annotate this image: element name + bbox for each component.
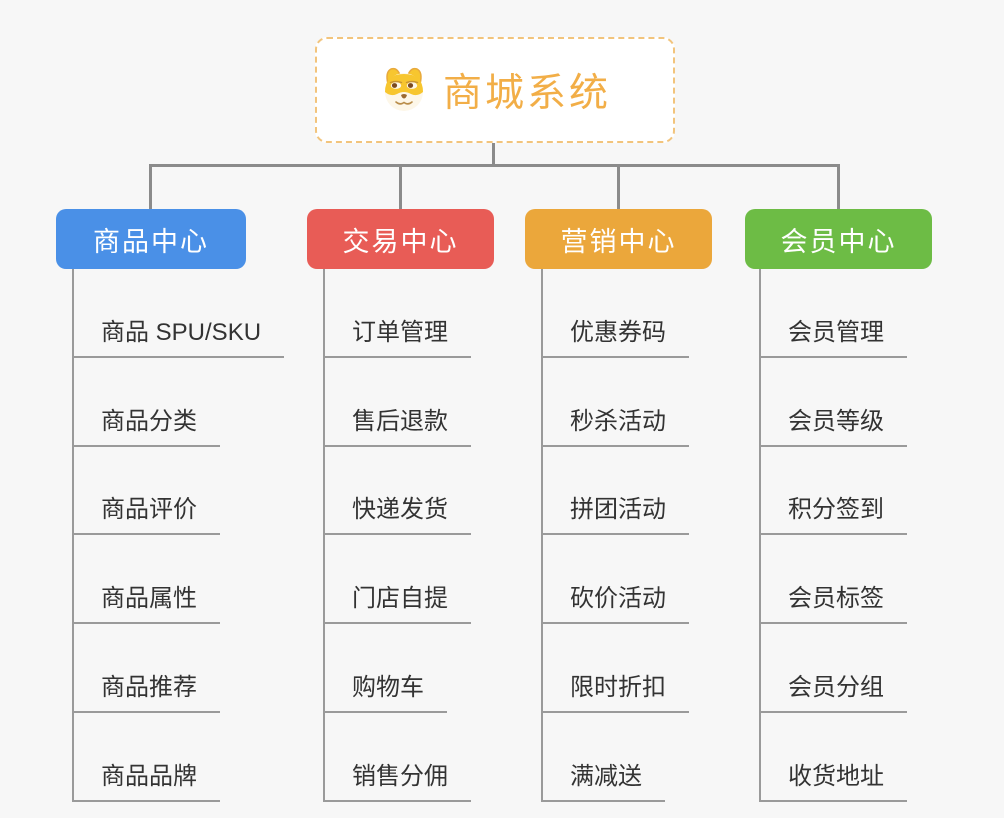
leaf-node[interactable]: 收货地址 [761,713,994,802]
leaf-node[interactable]: 积分签到 [761,447,994,536]
leaf-node[interactable]: 销售分佣 [325,713,558,802]
leaf-label: 商品分类 [74,401,220,447]
leaf-node[interactable]: 售后退款 [325,358,558,447]
leaf-node[interactable]: 门店自提 [325,535,558,625]
leaf-label: 商品 SPU/SKU [74,312,285,358]
leaf-node[interactable]: 购物车 [325,624,558,714]
leaf-label: 砍价活动 [543,578,689,625]
leaf-column-trade: 订单管理 售后退款 快递发货 门店自提 购物车 销售分佣 [323,269,558,802]
leaf-label: 满减送 [543,756,665,802]
connector-root-drop [492,143,495,165]
leaf-column-product: 商品 SPU/SKU 商品分类 商品评价 商品属性 商品推荐 商品品牌 [72,269,307,802]
leaf-label: 会员标签 [761,578,907,625]
leaf-label: 售后退款 [325,401,471,447]
leaf-label: 限时折扣 [543,667,689,714]
leaf-node[interactable]: 会员等级 [761,358,994,447]
leaf-label: 会员等级 [761,401,907,447]
branch-label: 营销中心 [560,226,677,257]
canvas-bottom-edge [0,818,1004,840]
leaf-label: 积分签到 [761,489,907,536]
leaf-node[interactable]: 秒杀活动 [543,358,776,447]
leaf-label: 会员分组 [761,667,907,714]
leaf-label: 商品属性 [74,578,220,625]
leaf-label: 收货地址 [761,756,907,802]
leaf-label: 会员管理 [761,312,907,358]
branch-node-product-center[interactable]: 商品中心 [56,209,246,269]
leaf-label: 商品品牌 [74,756,220,802]
connector-drop-marketing [617,164,620,210]
leaf-label: 订单管理 [325,312,471,358]
branch-node-marketing-center[interactable]: 营销中心 [525,209,712,269]
leaf-node[interactable]: 订单管理 [325,269,558,358]
leaf-node[interactable]: 会员管理 [761,269,994,358]
leaf-node[interactable]: 优惠券码 [543,269,776,358]
connector-drop-trade [399,164,402,210]
leaf-node[interactable]: 商品推荐 [74,624,307,714]
leaf-label: 商品评价 [74,489,220,536]
branch-node-trade-center[interactable]: 交易中心 [307,209,494,269]
branch-label: 商品中心 [93,226,209,257]
leaf-label: 秒杀活动 [543,401,689,447]
leaf-label: 门店自提 [325,578,471,625]
leaf-label: 购物车 [325,667,447,714]
branch-node-member-center[interactable]: 会员中心 [745,209,932,269]
leaf-node[interactable]: 限时折扣 [543,624,776,714]
leaf-node[interactable]: 商品 SPU/SKU [74,269,307,358]
leaf-node[interactable]: 商品品牌 [74,713,307,802]
leaf-label: 拼团活动 [543,489,689,536]
connector-drop-member [837,164,840,210]
leaf-node[interactable]: 会员分组 [761,624,994,714]
root-node[interactable]: 商城系统 [315,37,675,143]
connector-rail [149,164,840,167]
leaf-column-marketing: 优惠券码 秒杀活动 拼团活动 砍价活动 限时折扣 满减送 [541,269,776,802]
leaf-label: 优惠券码 [543,312,689,358]
branch-label: 交易中心 [342,226,459,257]
leaf-label: 商品推荐 [74,667,220,714]
leaf-node[interactable]: 拼团活动 [543,447,776,536]
branch-label: 会员中心 [780,226,897,257]
leaf-node[interactable]: 商品属性 [74,535,307,625]
dog-face-icon [384,67,423,111]
leaf-label: 快递发货 [325,489,471,536]
connector-drop-product [149,164,152,210]
leaf-node[interactable]: 会员标签 [761,535,994,625]
leaf-label: 销售分佣 [325,756,471,802]
leaf-node[interactable]: 商品分类 [74,358,307,447]
leaf-node[interactable]: 快递发货 [325,447,558,536]
leaf-node[interactable]: 商品评价 [74,447,307,536]
root-title: 商城系统 [442,72,611,115]
leaf-node[interactable]: 满减送 [543,713,776,802]
leaf-column-member: 会员管理 会员等级 积分签到 会员标签 会员分组 收货地址 [759,269,994,802]
leaf-node[interactable]: 砍价活动 [543,535,776,625]
